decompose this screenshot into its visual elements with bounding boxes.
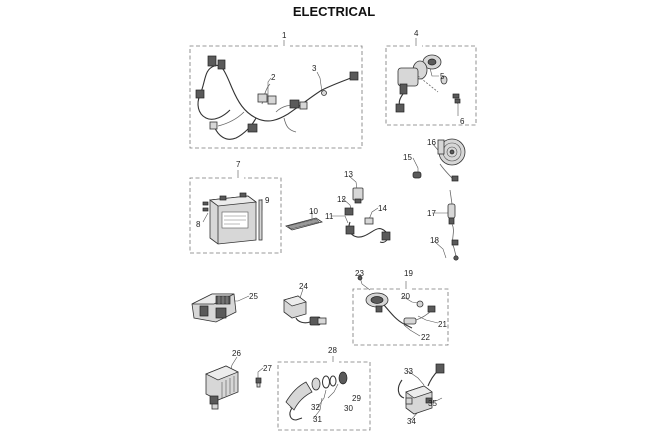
callout-4: 4	[414, 29, 419, 38]
box-ignition-switch	[385, 45, 477, 126]
box-spark-plug	[277, 361, 371, 431]
callout-33: 33	[404, 367, 413, 376]
battery-pad	[285, 217, 323, 231]
callout-29: 29	[352, 394, 361, 403]
cdi-unit	[283, 295, 327, 326]
callout-13: 13	[344, 170, 353, 179]
group-boxes	[189, 45, 477, 431]
callout-1: 1	[282, 31, 287, 40]
callout-27: 27	[263, 364, 272, 373]
diagram-title: ELECTRICAL	[292, 4, 376, 19]
ignition-coil	[397, 363, 445, 415]
callout-18: 18	[430, 236, 439, 245]
horn	[412, 138, 466, 182]
wiring-harness	[195, 55, 359, 140]
callout-5: 5	[440, 72, 445, 81]
spark-plug-cap	[285, 371, 348, 421]
connector-icon	[207, 55, 217, 67]
battery	[202, 192, 263, 245]
ignition-switch	[395, 54, 461, 113]
callouts: 1 2 3 4 5 6 7 8 9 10 11 12 13 14 15 16 1…	[196, 29, 465, 426]
callout-8: 8	[196, 220, 201, 229]
callout-20: 20	[401, 292, 410, 301]
callout-25: 25	[249, 292, 258, 301]
box-fuel-sender	[352, 288, 449, 346]
callout-17: 17	[427, 209, 436, 218]
callout-15: 15	[403, 153, 412, 162]
callout-35: 35	[428, 399, 437, 408]
callout-28: 28	[328, 346, 337, 355]
callout-10: 10	[309, 207, 318, 216]
callout-2: 2	[271, 73, 276, 82]
callout-34: 34	[407, 417, 416, 426]
callout-6: 6	[460, 117, 465, 126]
callout-7: 7	[236, 160, 241, 169]
callout-14: 14	[378, 204, 387, 213]
switch-sensor	[447, 189, 459, 261]
callout-26: 26	[232, 349, 241, 358]
callout-23: 23	[355, 269, 364, 278]
callout-22: 22	[421, 333, 430, 342]
callout-3: 3	[312, 64, 317, 73]
callout-32: 32	[311, 403, 320, 412]
callout-31: 31	[313, 415, 322, 424]
callout-19: 19	[404, 269, 413, 278]
fuel-sender	[357, 275, 436, 329]
box-battery	[189, 177, 282, 254]
voltage-regulator	[205, 365, 262, 410]
callout-30: 30	[344, 404, 353, 413]
box-wiring-harness	[189, 45, 363, 149]
starter-relay	[344, 187, 391, 243]
rectifier	[191, 293, 237, 323]
callout-12: 12	[337, 195, 346, 204]
callout-11: 11	[325, 212, 334, 221]
callout-24: 24	[299, 282, 308, 291]
callout-21: 21	[438, 320, 447, 329]
callout-16: 16	[427, 138, 436, 147]
callout-9: 9	[265, 196, 270, 205]
